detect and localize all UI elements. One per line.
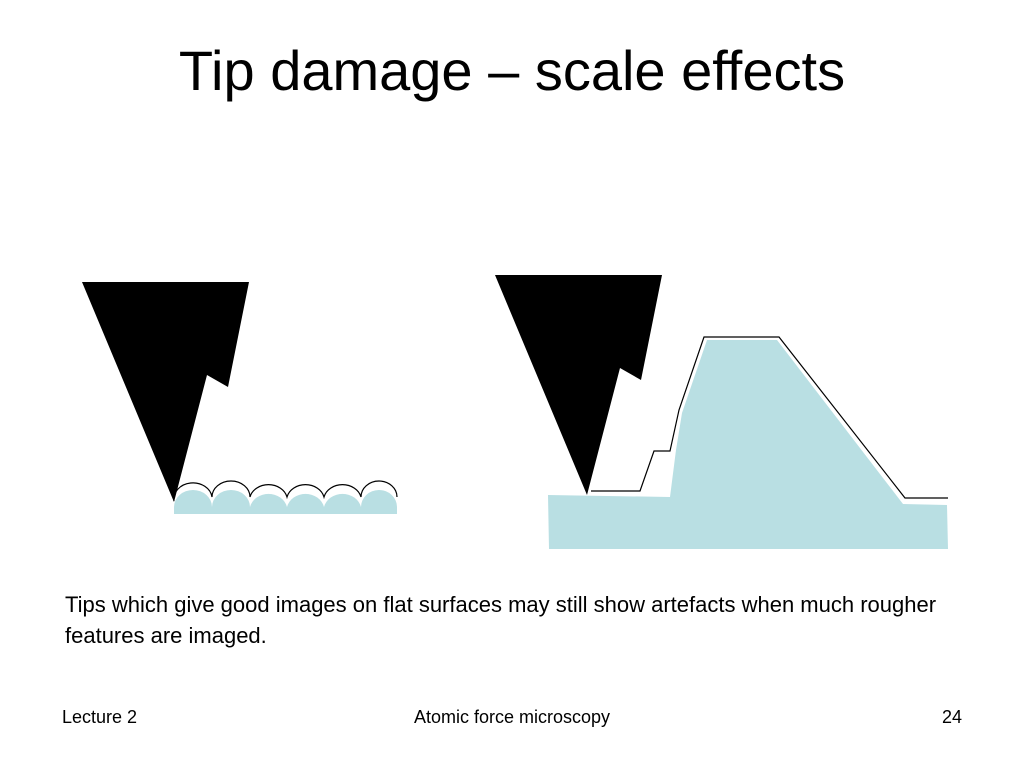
flat-surface-sample (174, 490, 397, 514)
footer-topic: Atomic force microscopy (413, 707, 611, 727)
flat-surface-panel (82, 282, 398, 514)
caption-text: Tips which give good images on flat surf… (65, 592, 937, 648)
slide-title: Tip damage – scale effects (178, 39, 846, 102)
flat-surface-tip-trace (173, 480, 398, 502)
damaged-tip-left (82, 282, 249, 502)
rough-surface-tip-trace (591, 336, 948, 499)
footer-lecture: Lecture 2 (62, 707, 138, 727)
damaged-tip-right (495, 275, 662, 495)
rough-surface-panel (495, 275, 948, 549)
slide-number: 24 (941, 707, 962, 727)
rough-surface-sample (548, 340, 948, 549)
